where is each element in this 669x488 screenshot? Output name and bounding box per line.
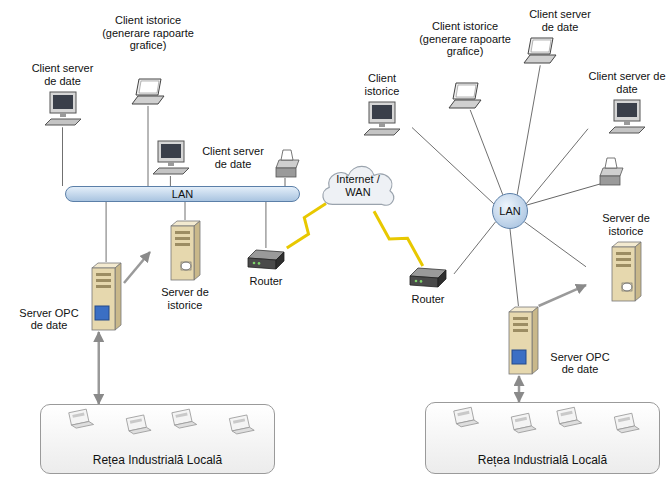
network-cable [106,202,107,262]
router-icon [408,266,448,290]
network-cable [170,176,171,186]
data-flow-arrow [539,285,586,306]
opc-server: Server OPC de date [12,262,124,332]
computer-icon [606,99,648,135]
node-label: LAN [172,188,193,201]
computer-icon [42,91,84,127]
network-cable [265,202,266,248]
icon-holder [361,101,403,137]
server-icon [167,220,203,282]
node-label: Rețea Industrială Locală [93,454,222,468]
icon-holder [606,99,648,135]
network-cable [526,129,588,204]
wireless-link [287,204,326,248]
icon-holder [608,241,644,303]
node-label: Internet / WAN [336,173,380,198]
network-cable [524,222,586,267]
node-label: Rețea Industrială Locală [478,454,607,468]
node-label: Server de istorice [586,212,666,237]
laptop-icon [447,82,483,110]
node-label: Client istorice (generare rapoarte grafi… [413,20,517,58]
client-computer: Client server de date [25,62,100,127]
router: Router [402,266,454,306]
data-flow-arrow [98,332,101,404]
icon-holder [88,262,124,332]
server-icon [608,241,644,303]
client-computer: Client server de date [150,140,270,176]
node-label: Client server de date [522,8,598,33]
icon-holder [505,306,541,376]
computer-icon [361,101,403,137]
icon-holder [167,220,203,282]
client-computer: Client server de date [588,70,666,135]
industrial-network: Rețea Industrială Locală [425,402,660,474]
router: Router [240,248,292,288]
node-label: Router [411,293,444,306]
computer-icon [150,140,192,176]
node-label: Client istorice (generare rapoarte grafi… [95,14,201,52]
wireless-link [374,211,423,266]
node-label: Client server de date [25,62,100,87]
historian-server: Server de istorice [150,220,220,311]
data-flow-arrow [124,252,150,283]
icon-holder [447,82,483,110]
network-cable [62,127,63,186]
server-icon [88,262,124,332]
lan-hub: LAN [492,193,528,229]
node-label: Server de istorice [150,286,220,311]
network-cable [454,222,496,274]
network-cable [148,106,149,186]
node-label: Server OPC de date [543,351,617,376]
client-computer: Client istorice [352,72,412,137]
network-cable [470,110,503,195]
node-label: Client server de date [196,145,270,170]
network-cable [517,65,540,195]
internet-cloud: Internet / WAN [318,160,398,211]
icon-holder [246,248,286,272]
router-icon [246,248,286,272]
opc-server: Server OPC de date [505,306,617,376]
data-flow-arrow [518,376,521,402]
node-label: Client server de date [588,70,666,95]
network-cable [510,229,518,306]
laptop-icon [522,37,558,65]
client-laptop: Client istorice (generare rapoarte grafi… [413,20,517,110]
client-laptop: Client server de date [522,8,598,65]
node-label: LAN [499,205,520,218]
lan-bus: LAN [65,186,300,202]
icon-holder [150,140,192,176]
laptop-icon [130,78,166,106]
node-label: Client istorice [352,72,412,97]
client-laptop: Client istorice (generare rapoarte grafi… [95,14,201,106]
historian-server: Server de istorice [586,212,666,303]
icon-holder [42,91,84,127]
server-icon [505,306,541,376]
icon-holder [522,37,558,65]
printer-icon [276,150,299,187]
node-label: Router [249,275,282,288]
network-cable [185,202,186,220]
icon-holder [130,78,166,106]
node-label: Server OPC de date [12,307,86,332]
printer-icon [527,158,623,205]
industrial-network: Rețea Industrială Locală [40,404,275,474]
icon-holder [408,266,448,290]
